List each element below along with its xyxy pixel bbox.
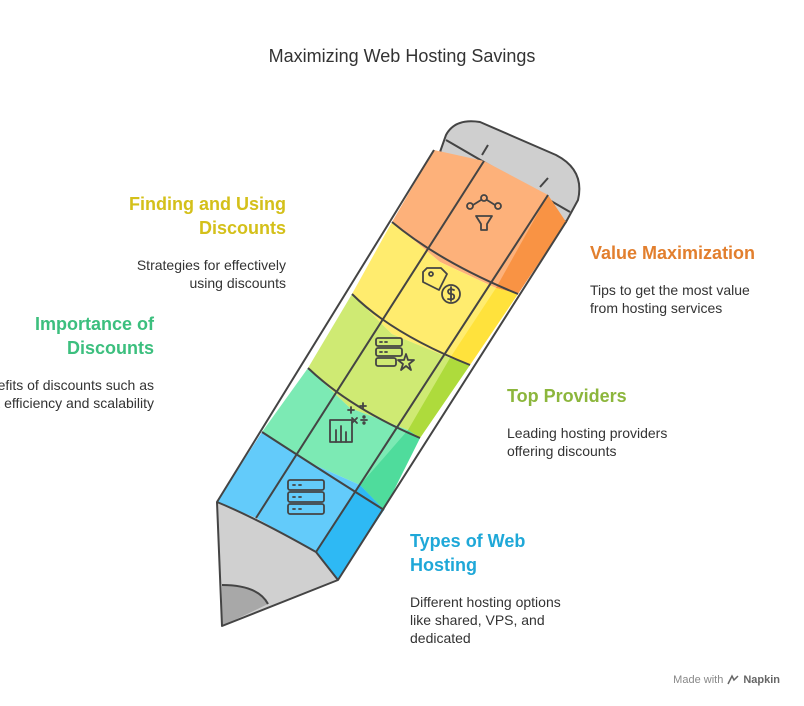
band-finding-discounts xyxy=(352,222,518,365)
calculator-chart-icon xyxy=(329,402,368,443)
importance-desc: Benefits of discounts such as cost effic… xyxy=(0,377,154,411)
importance-heading: Importance of Discounts xyxy=(34,314,154,358)
providers-heading: Top Providers xyxy=(507,386,627,406)
price-tag-dollar-icon xyxy=(422,267,461,304)
server-stack-icon xyxy=(287,479,325,515)
types-heading: Types of Web Hosting xyxy=(410,531,526,575)
made-with-label: Made with xyxy=(673,674,724,686)
pencil-outlines xyxy=(216,149,567,627)
napkin-brand: Napkin xyxy=(743,674,780,686)
value-heading: Value Maximization xyxy=(590,243,756,263)
section-importance-discounts: Importance of Discounts Benefits of disc… xyxy=(0,312,154,412)
finding-desc: Strategies for effectively using discoun… xyxy=(136,257,286,291)
section-types-hosting: Types of Web Hosting Different hosting o… xyxy=(410,529,590,647)
value-desc: Tips to get the most value from hosting … xyxy=(590,282,750,316)
pencil-tip xyxy=(217,502,338,626)
band-types-hosting xyxy=(217,432,384,580)
filter-network-icon xyxy=(466,194,502,231)
section-value-maximization: Value Maximization Tips to get the most … xyxy=(590,241,790,317)
providers-desc: Leading hosting providers offering disco… xyxy=(507,425,668,459)
napkin-logo-icon xyxy=(727,674,739,685)
server-star-icon xyxy=(375,337,415,371)
types-desc: Different hosting options like shared, V… xyxy=(410,594,561,646)
napkin-footer: Made with Napkin xyxy=(673,674,780,686)
section-top-providers: Top Providers Leading hosting providers … xyxy=(507,384,707,460)
section-finding-discounts: Finding and Using Discounts Strategies f… xyxy=(66,192,286,292)
finding-heading: Finding and Using Discounts xyxy=(129,194,286,238)
page-title: Maximizing Web Hosting Savings xyxy=(268,46,536,66)
